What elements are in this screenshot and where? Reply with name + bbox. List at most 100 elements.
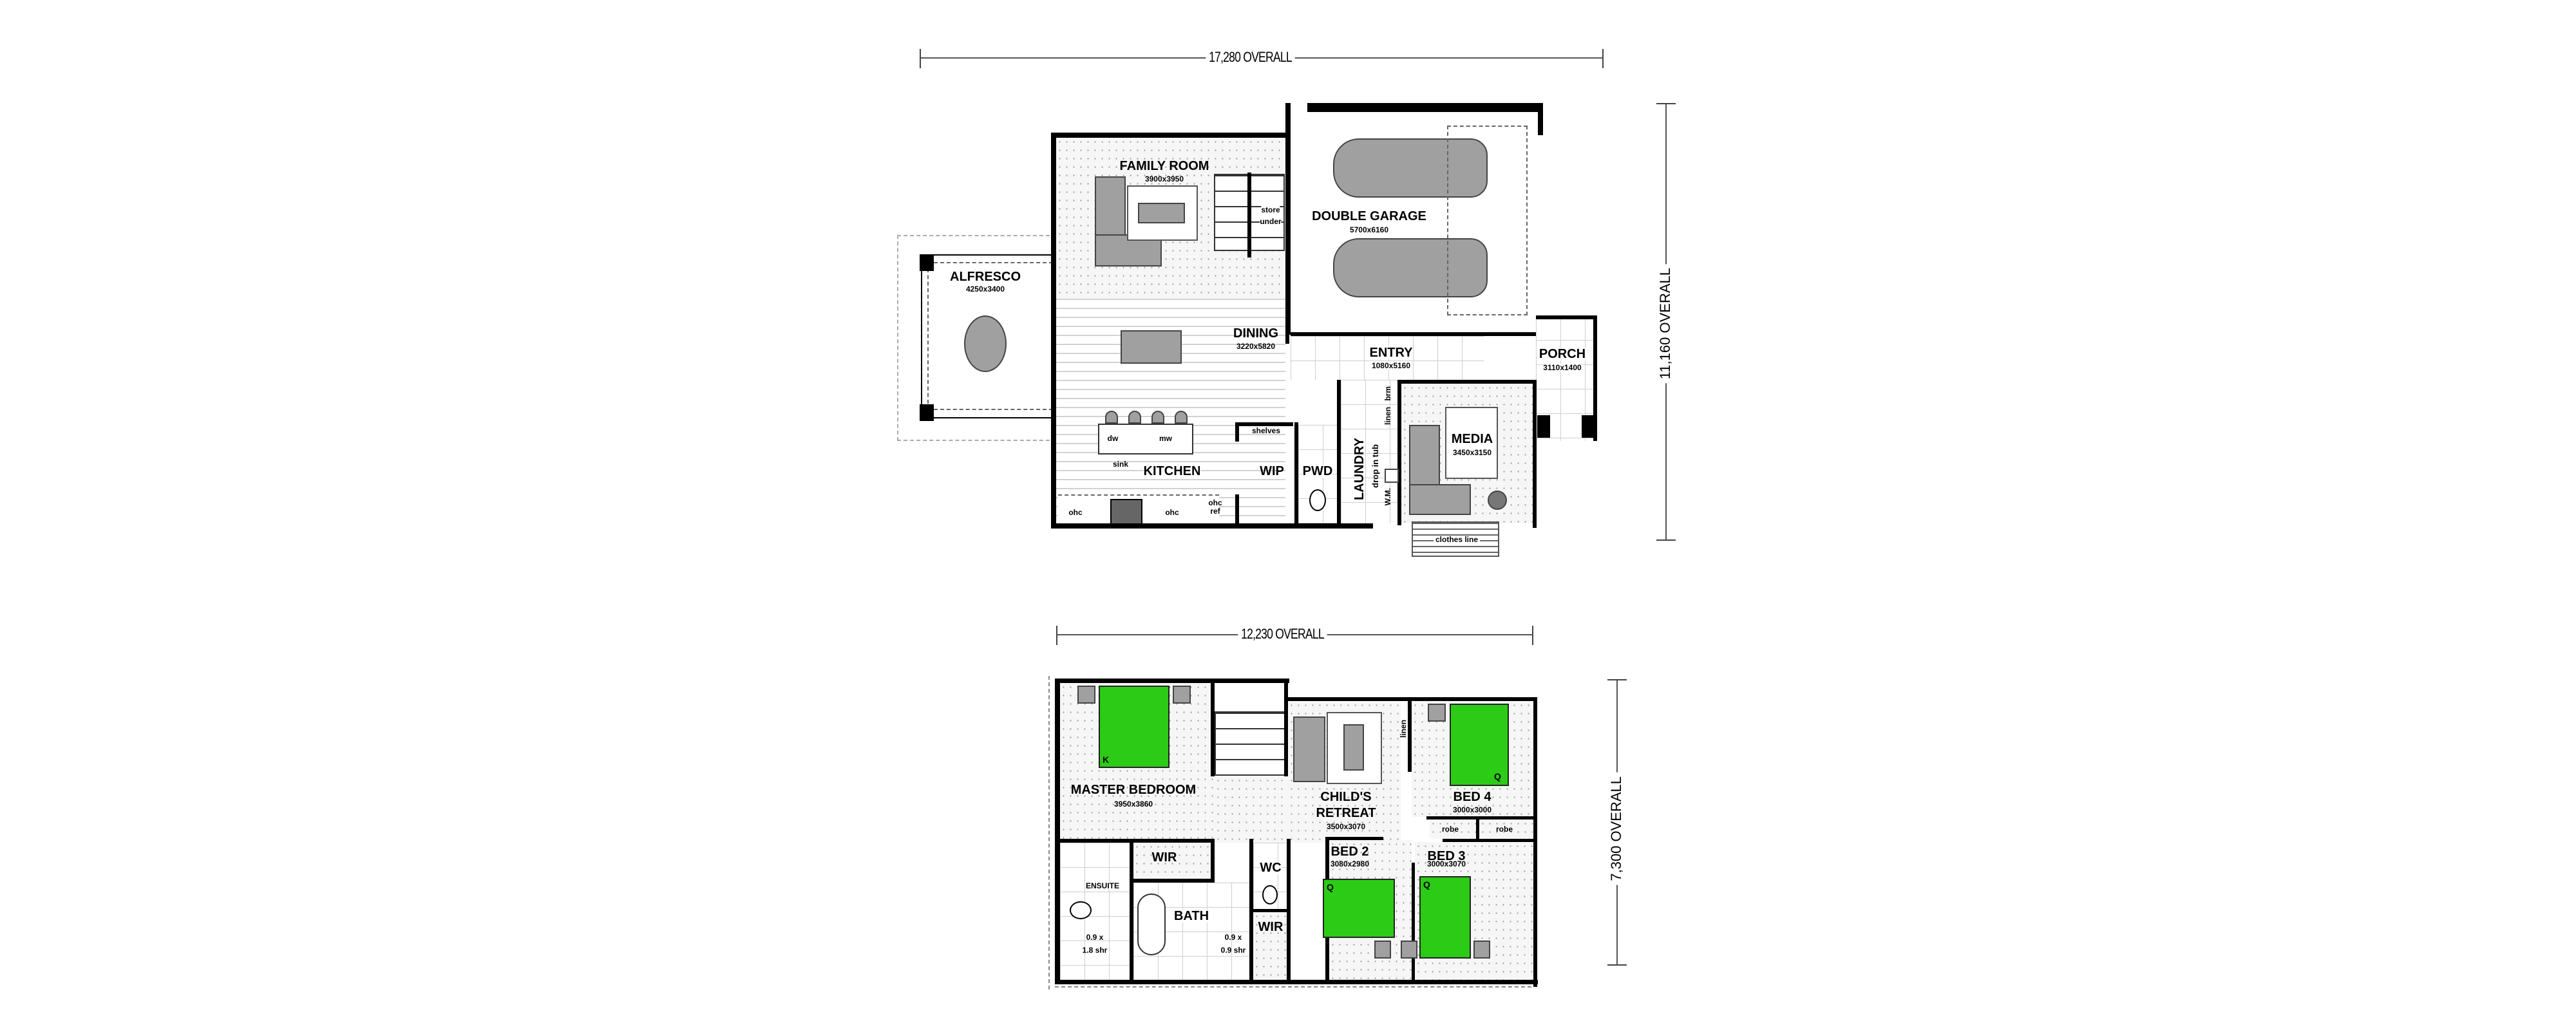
exterior-wall-west [1055,679,1060,984]
interior-wall [1408,701,1412,772]
porch-post [1582,415,1595,438]
bar-stool [1151,411,1164,424]
bedside-table [1473,941,1490,959]
garage-door-outline [1447,126,1528,315]
childs-retreat-label-1: CHILD'S [1320,790,1372,804]
first-width-label: 12,230 OVERALL [1238,626,1327,642]
store-under-label-2: under [1260,217,1282,226]
exterior-wall-east [1533,697,1537,987]
dimension-tick [1056,626,1057,645]
plant-icon [1488,491,1507,510]
interior-wall [1287,839,1291,982]
bed-4-size: 3000x3000 [1452,805,1492,814]
toilet-icon [1070,901,1092,919]
interior-wall [1294,422,1298,525]
bed-4-label: BED 4 [1453,790,1492,804]
ground-width-label: 17,280 OVERALL [1206,49,1295,66]
car-icon [1333,238,1488,297]
wip-label: WIP [1260,464,1284,478]
linen-cupboard-label: linen [1399,720,1408,738]
interior-wall [1211,839,1215,883]
dining-label: DINING [1233,326,1278,341]
exterior-wall-west [1051,133,1056,529]
king-bed-label: K [1103,754,1110,765]
queen-bed [1450,704,1509,786]
exterior-wall-north-east [1288,697,1536,701]
robes [1430,819,1533,839]
porch-size: 3110x1400 [1543,363,1582,372]
room-wir-small [1253,912,1289,980]
coffee-table [1343,724,1364,771]
ensuite-shower-size-2: 1.8 shr [1082,946,1108,955]
wir-small-label: WIR [1258,920,1283,934]
bath-shower-size-1: 0.9 x [1224,933,1242,942]
garage-size: 5700x6160 [1349,225,1389,234]
dimension-tick [1602,49,1604,68]
store-under-label-1: store [1261,205,1280,214]
bath-label: BATH [1173,909,1209,923]
outdoor-table [964,315,1007,372]
ground-depth-label: 11,160 OVERALL [1657,264,1674,384]
interior-wall [1285,299,1289,344]
dining-table [1121,330,1182,364]
interior-wall [1476,819,1479,839]
interior-wall [1130,839,1133,982]
stair-stringer [1247,173,1251,258]
clothes-line-label: clothes line [1433,536,1481,543]
kitchen-island [1098,424,1193,454]
car-icon [1333,138,1488,198]
laundry-tub-icon [1385,469,1399,483]
alfresco-post [920,254,934,271]
hallway [1215,776,1288,843]
stair-wall [1211,683,1215,776]
porch-label: PORCH [1539,347,1586,361]
bar-stool [1105,411,1118,424]
bathtub-icon [1137,894,1166,955]
garage-label: DOUBLE GARAGE [1312,209,1426,223]
dimension-tick [1656,539,1676,541]
queen-bed-label: Q [1327,882,1334,892]
interior-wall [1325,837,1383,840]
bed-3-label: BED 3 [1427,849,1466,863]
wc-label: WC [1260,861,1282,875]
childs-retreat-label-2: RETREAT [1316,806,1376,820]
shelves-label: shelves [1251,426,1281,435]
clothes-line [1412,521,1499,557]
media-size: 3450x3150 [1452,448,1492,457]
master-bedroom-size: 3950x3860 [1113,800,1153,809]
sofa [1409,484,1471,515]
exterior-wall-north [1055,679,1289,683]
alfresco-post [920,404,934,421]
dining-size: 3220x5820 [1236,342,1276,351]
exterior-wall-south [1051,523,1373,529]
bedside-table [1428,704,1446,722]
ohc-ref-label-1: ohc [1208,498,1222,507]
family-room-label: FAMILY ROOM [1119,159,1209,173]
toilet-icon [1309,489,1326,511]
alfresco-size: 4250x3400 [965,285,1005,294]
ohc-label-left: ohc [1068,508,1083,517]
bedside-table [1401,941,1417,959]
ohc-ref-label-2: ref [1210,507,1220,516]
interior-wall [1253,909,1289,912]
bedside-table [1077,686,1095,704]
pwd-label: PWD [1302,464,1333,478]
queen-bed [1419,876,1471,959]
interior-wall [1133,879,1215,883]
queen-bed [1323,879,1395,938]
bedside-table [1173,686,1191,704]
sofa [1293,716,1325,782]
childs-retreat-size: 3500x3070 [1326,822,1366,831]
rug [1445,407,1498,479]
bath-shower-size-2: 0.9 shr [1220,946,1246,955]
drop-in-tub-label: drop in tub [1370,444,1380,488]
master-bedroom-label: MASTER BEDROOM [1070,783,1197,797]
family-room-size: 3900x3950 [1144,174,1184,183]
dimension-tick [1607,679,1627,680]
bed-2-label: BED 2 [1331,845,1369,859]
toilet-icon [1262,885,1278,904]
interior-wall [1249,839,1253,982]
dimension-tick [920,49,921,68]
media-label: MEDIA [1451,432,1493,446]
dimension-tick [1656,103,1676,104]
